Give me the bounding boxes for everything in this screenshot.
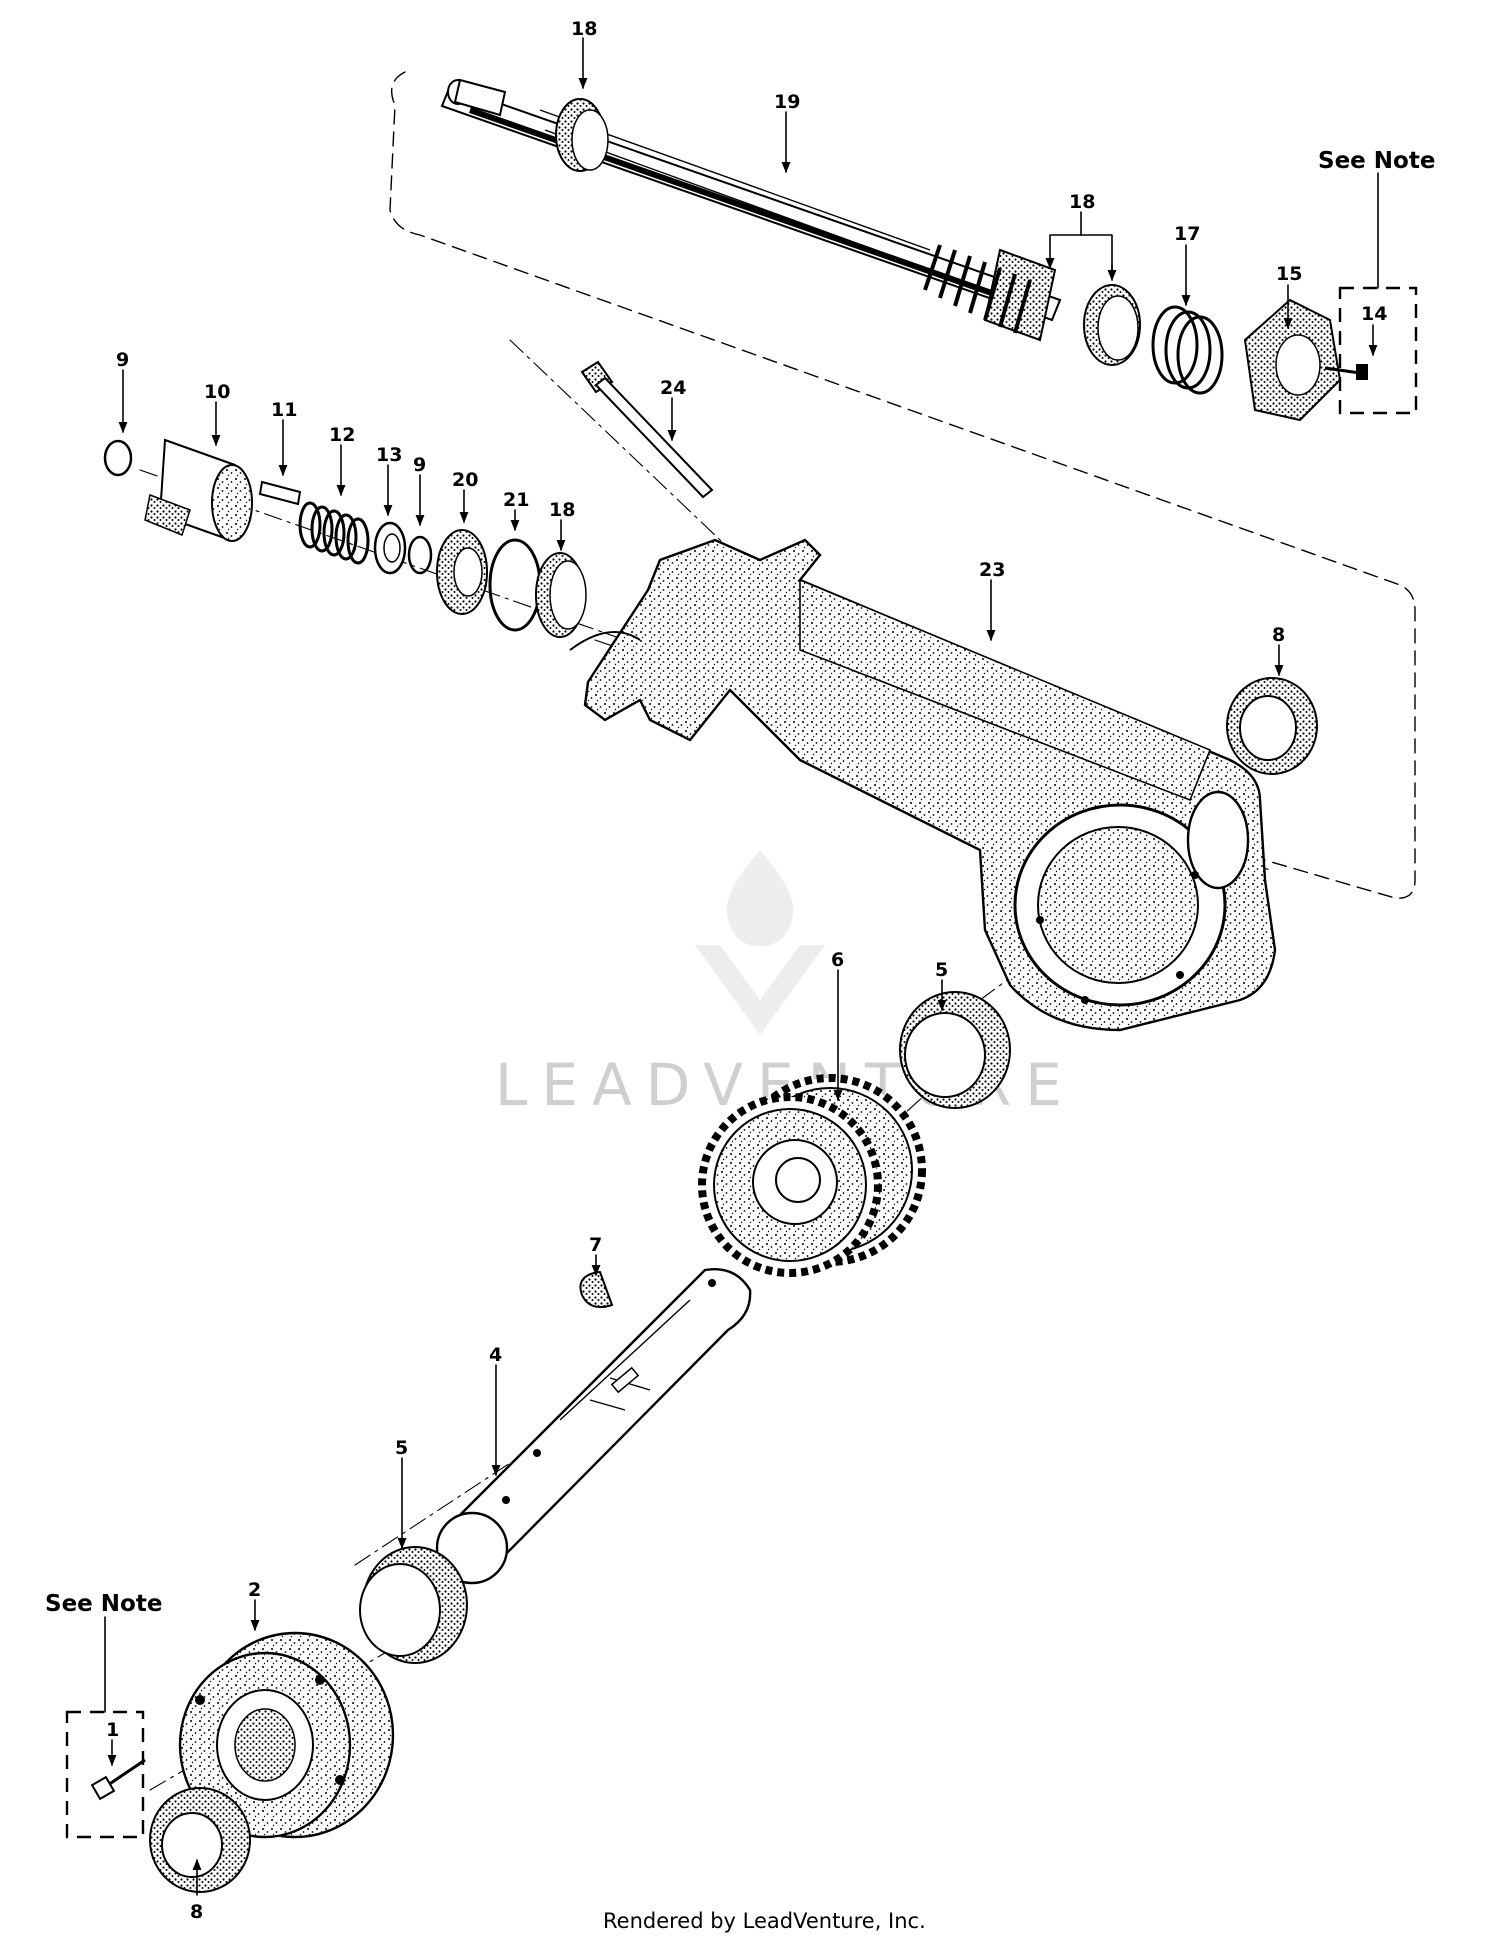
label-20: 20: [452, 469, 478, 491]
gear-6: [698, 1074, 926, 1277]
washer-13: [373, 521, 407, 575]
bearing-cone-18-upper: [555, 98, 609, 172]
label-10: 10: [204, 381, 230, 403]
bearing-5-lower: [359, 1546, 468, 1664]
footer-credit: Rendered by LeadVenture, Inc.: [603, 1909, 926, 1933]
end-cap-15: [1243, 298, 1342, 422]
label-18-right: 18: [1069, 191, 1095, 213]
label-23: 23: [979, 559, 1005, 581]
label-14: 14: [1361, 303, 1387, 325]
bearing-8-upper: [1226, 677, 1318, 775]
flange-cover-2: [178, 1631, 395, 1839]
part-labels: 18 19 18 17 15 14 9 10 11 12 13 9 20 21 …: [106, 18, 1387, 1923]
label-8-lower: 8: [190, 1901, 203, 1923]
label-1: 1: [106, 1719, 119, 1741]
see-note-right: See Note: [1318, 148, 1435, 174]
woodruff-key-7: [579, 1270, 614, 1308]
spring-17: [1151, 305, 1224, 395]
see-note-box-left: [65, 1710, 145, 1839]
key-11: [258, 480, 302, 506]
label-11: 11: [271, 399, 297, 421]
label-13: 13: [376, 444, 402, 466]
label-9-left: 9: [116, 349, 129, 371]
coupling-10: [144, 438, 253, 542]
seal-8-lower: [149, 1787, 251, 1893]
label-6: 6: [831, 949, 844, 971]
bearing-5-upper: [899, 991, 1011, 1109]
label-19: 19: [774, 91, 800, 113]
label-2: 2: [248, 1579, 261, 1601]
upper-assembly-outline: [389, 71, 1416, 899]
bolt-1: [90, 1758, 146, 1801]
label-12: 12: [329, 424, 355, 446]
output-shaft-4: [435, 1268, 752, 1585]
label-8-upper: 8: [1272, 624, 1285, 646]
bearing-cup-18-right: [1083, 284, 1141, 366]
worm-shaft-19: [440, 78, 1062, 342]
label-5-lower: 5: [395, 1437, 408, 1459]
bolt-14: [1324, 364, 1368, 380]
housing-23: [569, 538, 1277, 1032]
label-24: 24: [660, 377, 686, 399]
label-18-top: 18: [571, 18, 597, 40]
see-note-box-right: [1338, 286, 1418, 415]
retaining-ring-21: [488, 538, 542, 632]
snap-ring-9-center: [407, 535, 433, 575]
watermark-logo-icon: [695, 850, 825, 1035]
label-21: 21: [503, 489, 529, 511]
label-5-upper: 5: [935, 959, 948, 981]
bearing-cup-18-left: [535, 552, 587, 638]
dipstick-24: [580, 360, 714, 499]
label-15: 15: [1276, 263, 1302, 285]
spring-12: [298, 501, 370, 565]
leader-lines: [104, 37, 1379, 1896]
see-note-left: See Note: [45, 1591, 162, 1617]
label-18-left: 18: [549, 499, 575, 521]
label-9-center: 9: [413, 454, 426, 476]
label-17: 17: [1174, 223, 1200, 245]
oil-seal-20: [436, 529, 488, 615]
label-7: 7: [589, 1234, 602, 1256]
snap-ring-9-left: [103, 439, 133, 477]
label-4: 4: [489, 1344, 502, 1366]
